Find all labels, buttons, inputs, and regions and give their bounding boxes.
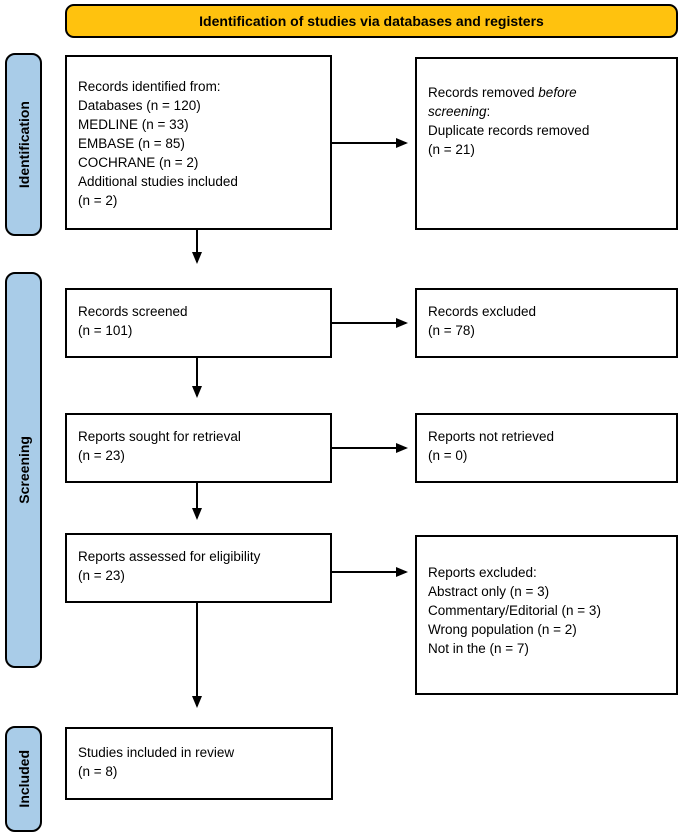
box-text-line: (n = 0) [428, 448, 468, 463]
box-text-line: screening: [428, 104, 491, 119]
box-text-line: Records excluded [428, 304, 537, 319]
box-records-identified: Records identified from: Databases (n = 1… [65, 55, 332, 230]
box-text-line: Wrong population (n = 2) [428, 622, 577, 637]
box-text-line: (n = 8) [78, 764, 118, 779]
box-text-line: Records screened [78, 304, 188, 319]
box-text-line: Additional studies included [78, 174, 238, 189]
box-records-removed-before-screening: Records removed before screening: Duplicat… [415, 57, 678, 230]
box-studies-included-in-review: Studies included in review (n = 8) [65, 727, 333, 800]
box-text-line: Duplicate records removed [428, 123, 590, 138]
box-text-line: Not in the (n = 7) [428, 641, 529, 656]
box-text-line: Records removed before [428, 85, 577, 100]
title-banner: Identification of studies via databases … [65, 4, 678, 38]
box-text-line: EMBASE (n = 85) [78, 136, 185, 151]
stage-label-included: Included [5, 726, 42, 832]
box-text-line: Databases (n = 120) [78, 98, 201, 113]
stage-label-screening-text: Screening [15, 436, 32, 504]
stage-label-included-text: Included [15, 750, 32, 808]
box-text-line: (n = 23) [78, 568, 125, 583]
box-text-line: (n = 21) [428, 142, 475, 157]
stage-label-identification: Identification [5, 53, 42, 236]
stage-label-identification-text: Identification [15, 100, 32, 189]
box-text-line: Reports assessed for eligibility [78, 549, 261, 564]
box-records-screened: Records screened (n = 101) [65, 288, 332, 358]
box-reports-excluded-reasons: Reports excluded: Abstract only (n = 3) Co… [415, 535, 678, 695]
box-text-line: Studies included in review [78, 745, 235, 760]
box-text-line: (n = 78) [428, 323, 475, 338]
stage-label-screening: Screening [5, 272, 42, 668]
box-reports-assessed-for-eligibility: Reports assessed for eligibility (n = 23) [65, 533, 332, 603]
box-text-line: Commentary/Editorial (n = 3) [428, 603, 601, 618]
box-records-excluded: Records excluded (n = 78) [415, 288, 678, 358]
box-text-line: Reports excluded: [428, 565, 537, 580]
box-text-line: (n = 101) [78, 323, 133, 338]
box-text-line: (n = 2) [78, 193, 118, 208]
box-reports-not-retrieved: Reports not retrieved (n = 0) [415, 413, 678, 483]
title-banner-label: Identification of studies via databases … [199, 13, 544, 29]
box-text-line: MEDLINE (n = 33) [78, 117, 189, 132]
box-text-line: (n = 23) [78, 448, 125, 463]
box-text-line: Reports sought for retrieval [78, 429, 241, 444]
box-reports-sought-for-retrieval: Reports sought for retrieval (n = 23) [65, 413, 332, 483]
box-text-line: COCHRANE (n = 2) [78, 155, 199, 170]
box-text-line: Records identified from: [78, 79, 221, 94]
box-text-line: Abstract only (n = 3) [428, 584, 550, 599]
box-text-line: Reports not retrieved [428, 429, 555, 444]
